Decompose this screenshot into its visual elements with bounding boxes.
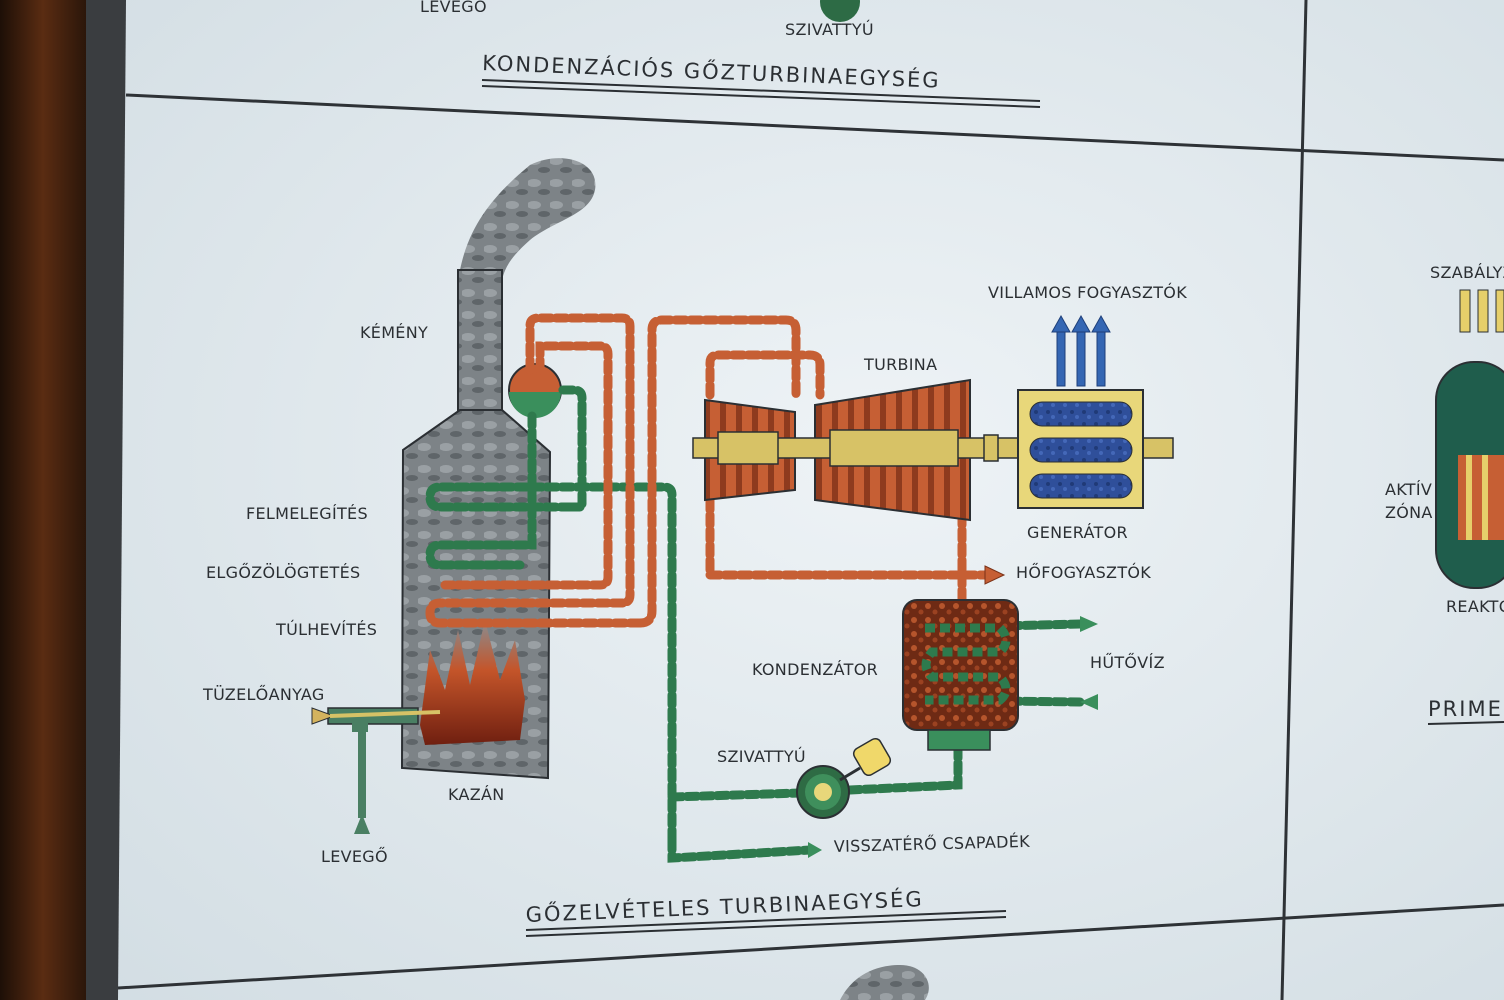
- heat-consumer-arrow: [984, 565, 1006, 585]
- superheating-label: TÚLHEVÍTÉS: [275, 620, 377, 639]
- return-arrow: [808, 842, 822, 858]
- fuel-label: TÜZELŐANYAG: [202, 684, 325, 704]
- top-air-label: LEVEGŐ: [420, 0, 487, 16]
- reactor-label: REAKTO: [1446, 597, 1504, 616]
- right-panel: SZABÁLYZ AKTÍV ZÓNA REAKTO PRIME: [1385, 263, 1504, 725]
- generator-label: GENERÁTOR: [1027, 523, 1128, 542]
- coupling: [983, 434, 999, 462]
- turbine-label: TURBINA: [863, 355, 937, 374]
- top-pump-label: SZIVATTYÚ: [785, 20, 874, 39]
- electric-consumers-label: VILLAMOS FOGYASZTÓK: [988, 283, 1187, 302]
- pump-label: SZIVATTYÚ: [717, 747, 806, 766]
- smoke-plume: [460, 158, 596, 300]
- cooling-water-label: HŰTŐVÍZ: [1090, 652, 1165, 672]
- condenser: [902, 599, 1019, 731]
- power-output-arrows: [1051, 314, 1111, 387]
- cooling-out-arrow: [1080, 616, 1098, 632]
- chimney-label: KÉMÉNY: [360, 323, 428, 342]
- condenser-label: KONDENZÁTOR: [752, 660, 878, 679]
- air-label: LEVEGŐ: [321, 846, 388, 866]
- steam-pipes: [425, 313, 990, 628]
- pump-motor: [852, 737, 892, 777]
- boiler-label: KAZÁN: [448, 785, 505, 804]
- cooling-in-arrow: [1080, 694, 1098, 710]
- bottom-panel-smoke: [840, 965, 929, 1000]
- top-pump: [820, 0, 860, 22]
- evaporation-label: ELGŐZÖLÖGTETÉS: [206, 562, 360, 582]
- preheating-label: FELMELEGÍTÉS: [246, 504, 368, 523]
- heat-consumers-label: HŐFOGYASZTÓK: [1016, 562, 1151, 582]
- right-top-label: SZABÁLYZ: [1430, 263, 1504, 282]
- active-zone-label-1: AKTÍV: [1385, 480, 1432, 499]
- boiler-fire: [420, 620, 525, 745]
- active-zone-label-2: ZÓNA: [1385, 503, 1433, 522]
- right-panel-title: PRIME: [1428, 697, 1503, 721]
- wooden-frame: [0, 0, 86, 1000]
